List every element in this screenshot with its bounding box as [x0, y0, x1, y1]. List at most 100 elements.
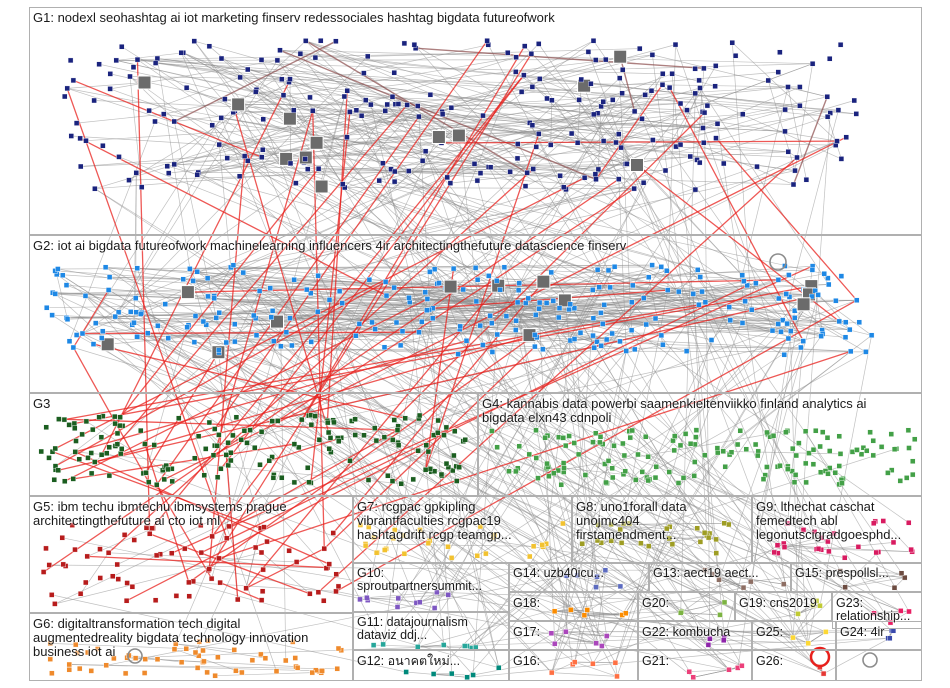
edge [611, 523, 701, 543]
node-avatar [891, 585, 898, 591]
node-avatar [873, 549, 879, 556]
edge [329, 299, 361, 526]
edge [840, 570, 902, 574]
node-avatar [792, 167, 798, 174]
edge [183, 52, 384, 164]
node-avatar [740, 111, 746, 117]
node-avatar [361, 432, 367, 438]
node-avatar [231, 647, 238, 653]
node-avatar [180, 285, 195, 300]
node-avatar [888, 431, 894, 437]
node-avatar [171, 118, 178, 125]
node-avatar [612, 660, 619, 666]
edge [839, 570, 846, 588]
node-avatar [515, 141, 521, 147]
node-avatar [209, 122, 215, 129]
edge [532, 79, 582, 126]
node-avatar [794, 154, 800, 161]
node-avatar [114, 561, 120, 568]
node-avatar [701, 140, 707, 146]
edge [795, 474, 809, 644]
node-avatar [401, 551, 408, 557]
node-avatar [781, 581, 787, 587]
node-avatar [462, 437, 468, 443]
node-avatar [898, 608, 904, 614]
node-avatar [616, 131, 622, 137]
node-avatar [867, 429, 873, 435]
node-avatar [785, 466, 791, 472]
node-avatar [692, 90, 698, 97]
node-avatar [484, 38, 490, 44]
node-avatar [581, 612, 588, 618]
edge [206, 324, 725, 638]
node-avatar [241, 428, 248, 434]
node-avatar [694, 157, 700, 163]
node-avatar [395, 595, 401, 602]
edge [271, 303, 571, 318]
edge [419, 529, 784, 585]
node-avatar [871, 610, 877, 616]
node-avatar [790, 445, 796, 452]
edge [189, 268, 357, 337]
node-avatar [800, 527, 807, 533]
edge [466, 285, 812, 678]
edge [632, 189, 696, 286]
edge [525, 302, 891, 623]
node-avatar [597, 434, 604, 440]
group-box-g9 [752, 496, 922, 563]
edge [219, 581, 262, 601]
node-avatar [198, 522, 204, 528]
node-avatar [344, 87, 350, 94]
node-avatar [590, 439, 596, 445]
node-avatar [365, 477, 372, 483]
node-avatar [52, 291, 58, 297]
node-avatar [600, 138, 607, 144]
node-avatar [472, 265, 479, 271]
node-avatar [451, 452, 457, 459]
node-avatar [303, 38, 309, 44]
node-avatar [395, 442, 402, 448]
node-avatar [489, 349, 496, 355]
node-avatar [335, 583, 342, 590]
node-avatar [687, 153, 693, 160]
node-avatar [494, 278, 500, 284]
node-avatar [183, 84, 190, 91]
edge [79, 137, 387, 297]
node-avatar [827, 56, 833, 62]
edge [463, 289, 663, 346]
node-avatar [697, 159, 703, 166]
node-avatar [620, 67, 626, 73]
node-avatar [97, 575, 103, 581]
edge [129, 76, 682, 612]
node-avatar [721, 637, 727, 643]
node-avatar [630, 158, 644, 172]
edge [625, 290, 816, 614]
node-avatar [427, 269, 433, 275]
edge [805, 431, 910, 612]
node-avatar [836, 318, 842, 325]
node-avatar [775, 69, 781, 75]
edge [563, 467, 624, 475]
node-avatar [474, 277, 481, 283]
node-avatar [383, 292, 390, 299]
node-avatar [218, 115, 224, 121]
edge [366, 591, 437, 599]
edge [56, 274, 594, 665]
node-avatar [431, 605, 438, 611]
node-avatar [419, 319, 425, 325]
node-avatar [121, 532, 128, 538]
node-avatar [483, 550, 489, 557]
edge [149, 533, 311, 595]
node-avatar [870, 438, 876, 444]
node-avatar [417, 527, 423, 533]
edge [147, 332, 603, 647]
node-avatar [593, 176, 599, 183]
edge [75, 451, 402, 485]
node-avatar [109, 573, 116, 579]
edge [577, 574, 597, 588]
node-avatar [629, 299, 635, 305]
node-avatar [278, 343, 284, 349]
node-avatar [662, 167, 669, 174]
node-avatar [309, 669, 315, 676]
edge [82, 331, 419, 335]
